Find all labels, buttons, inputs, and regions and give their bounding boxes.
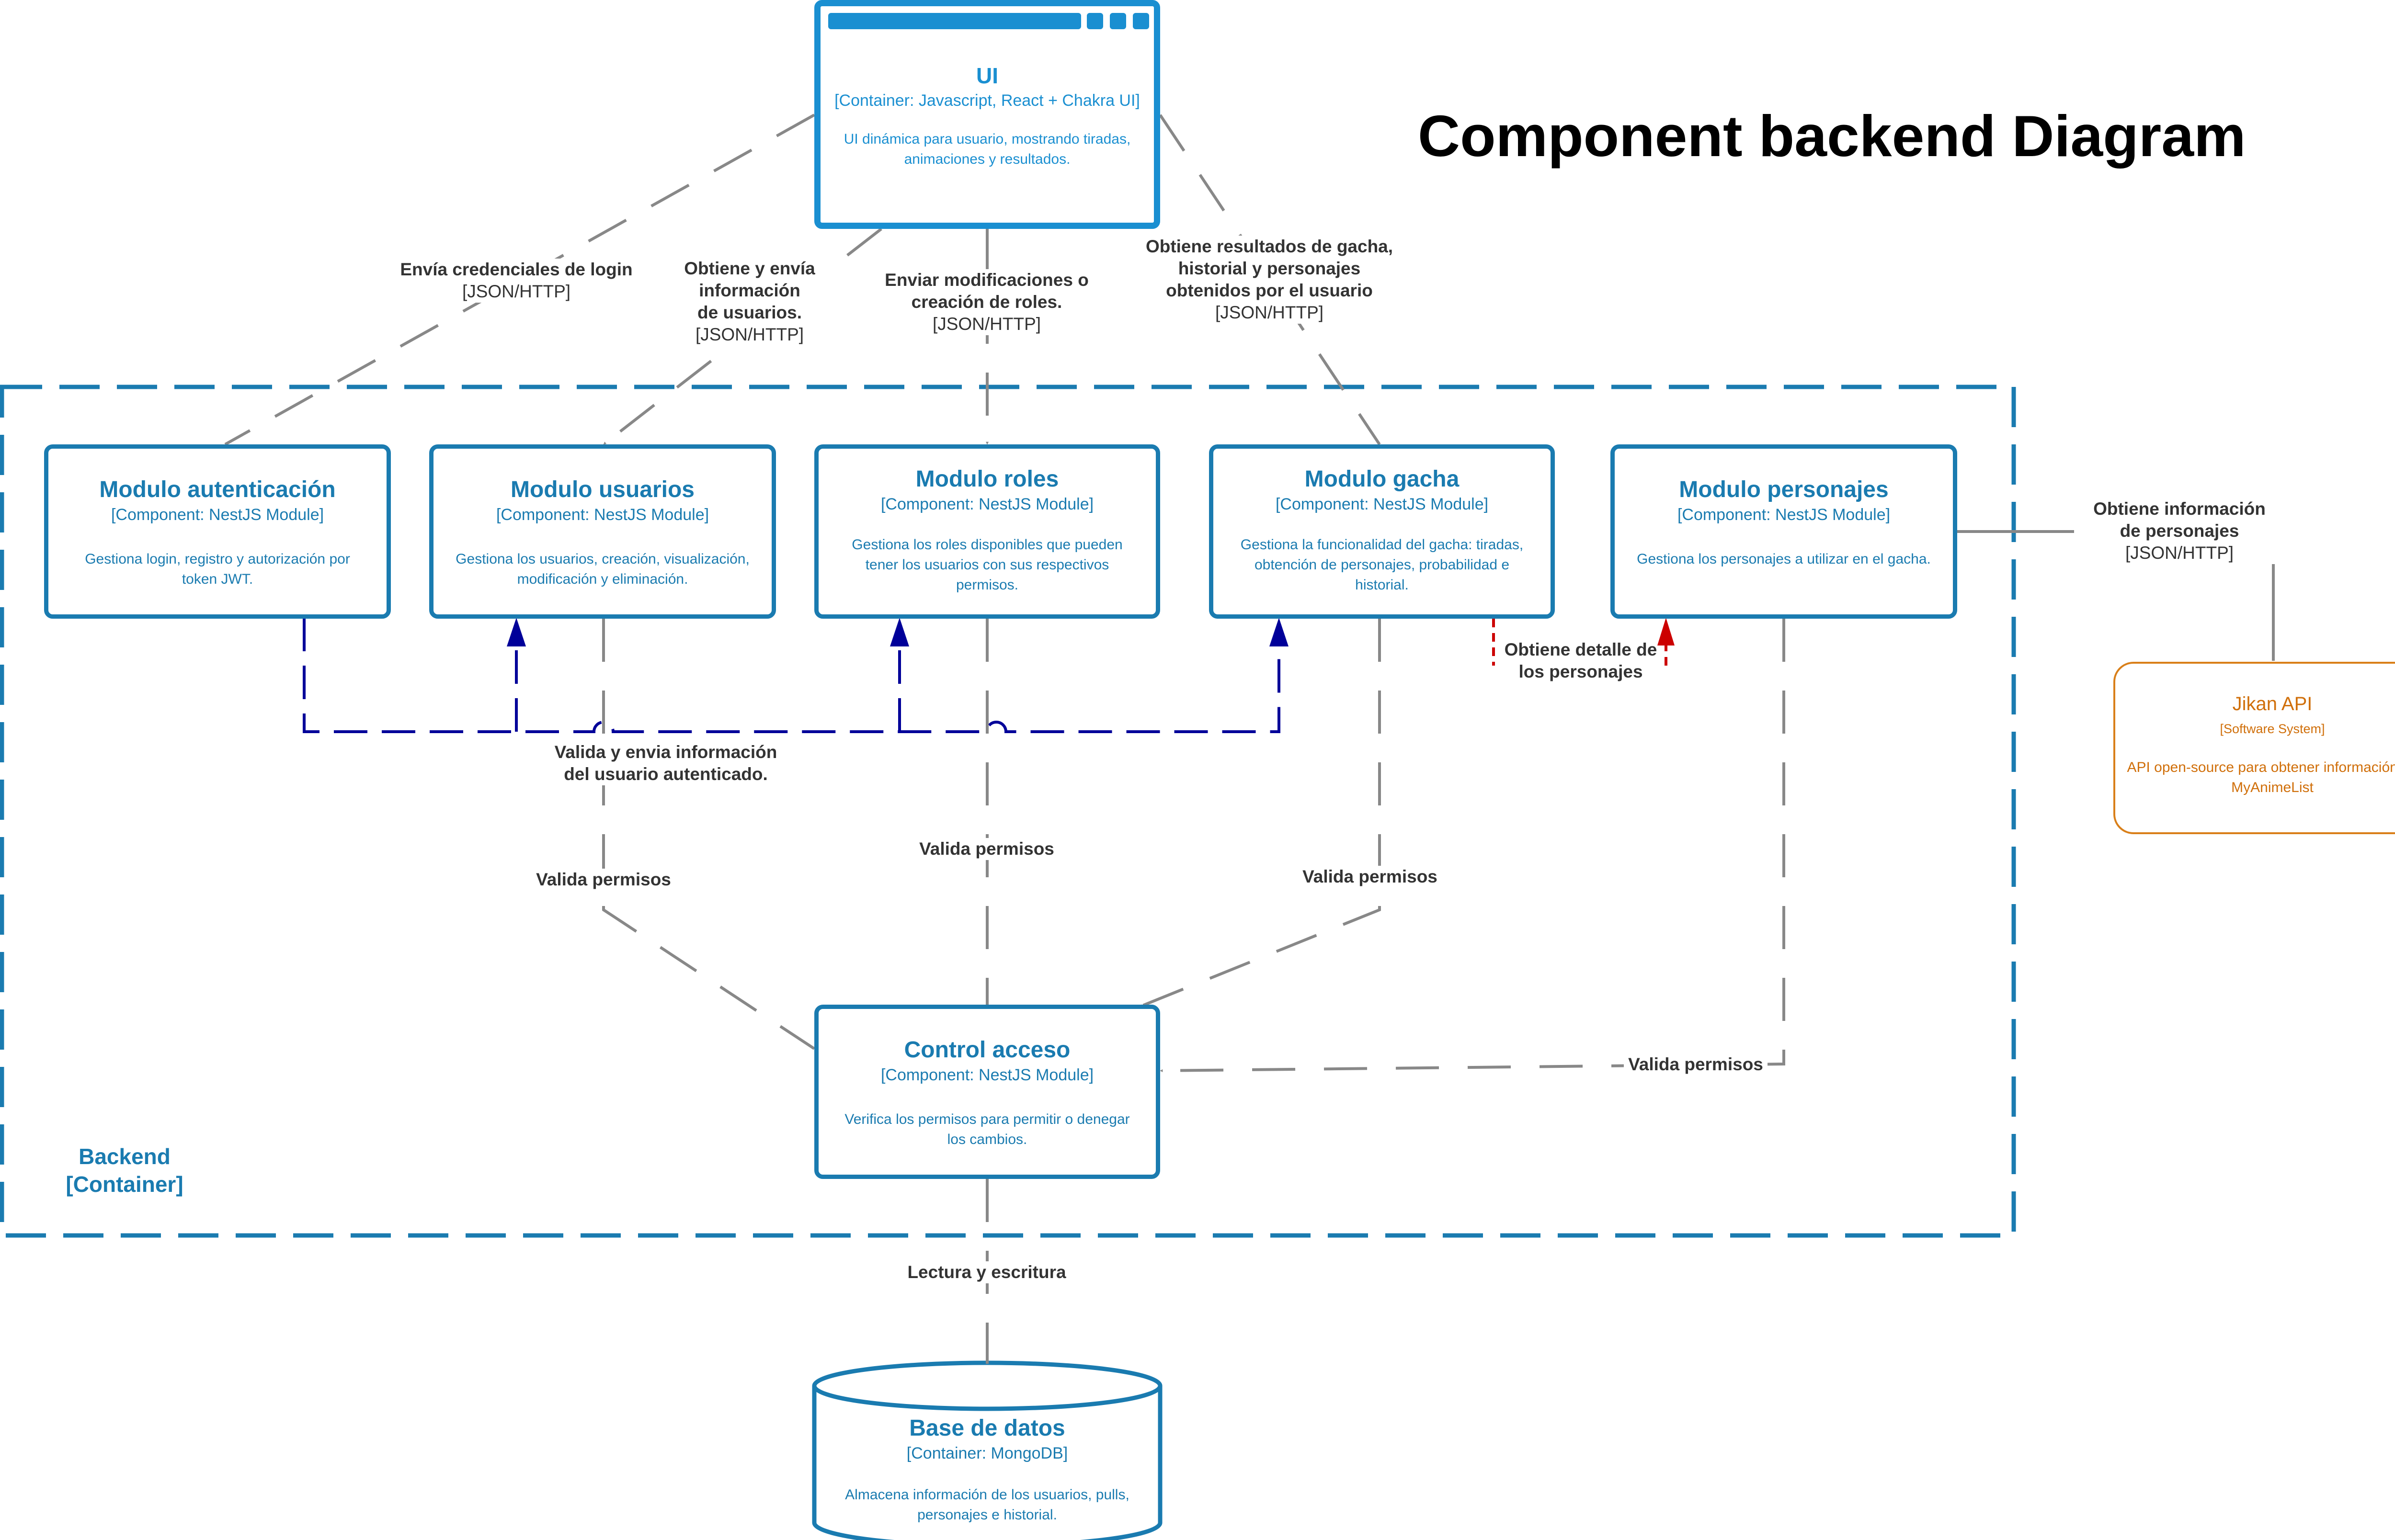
edge-gacha-access <box>1139 619 1381 1008</box>
database-description: Almacena información de los usuarios, pu… <box>845 1487 1129 1523</box>
component-tech: [Component: NestJS Module] <box>880 495 1094 513</box>
ui-description: UI dinámica para usuario, mostrando tira… <box>844 131 1131 167</box>
ui-container[interactable]: UI [Container: Javascript, React + Chakr… <box>814 0 1160 229</box>
page-title: Component backend Diagram <box>1418 103 2246 169</box>
external-title: Jikan API <box>2232 693 2313 714</box>
edge-label-access-db: Lectura y escritura <box>896 1261 1078 1283</box>
component-description: Gestiona los roles disponibles que puede… <box>852 537 1123 593</box>
database-tech: [Container: MongoDB] <box>906 1444 1068 1462</box>
edge-label-characters-access: Valida permisos <box>1624 1053 1768 1076</box>
database-title: Base de datos <box>909 1415 1065 1441</box>
component-characters[interactable]: Modulo personajes [Component: NestJS Mod… <box>1610 444 1957 619</box>
component-roles[interactable]: Modulo roles [Component: NestJS Module] … <box>814 444 1160 619</box>
detail-arrowhead <box>1657 618 1675 645</box>
edge-label-ui-auth: Envía credenciales de login [JSON/HTTP] <box>387 259 646 303</box>
component-access[interactable]: Control acceso [Component: NestJS Module… <box>814 1005 1160 1179</box>
database-cylinder <box>812 1360 1163 1540</box>
edge-label-text: Enviar modificaciones o creación de role… <box>885 270 1089 312</box>
component-users[interactable]: Modulo usuarios [Component: NestJS Modul… <box>429 444 776 619</box>
ui-tech: [Container: Javascript, React + Chakra U… <box>834 91 1140 110</box>
ui-title: UI <box>976 63 998 88</box>
component-gacha[interactable]: Modulo gacha [Component: NestJS Module] … <box>1209 444 1555 619</box>
edge-label-protocol: [JSON/HTTP] <box>1215 303 1324 322</box>
auth-arrowhead-gacha <box>1269 618 1289 646</box>
ui-window-button <box>1087 13 1103 29</box>
ui-window-button <box>1133 13 1149 29</box>
edge-label-text: Obtiene detalle de los personajes <box>1504 640 1657 681</box>
edge-label-text: Obtiene información de personajes <box>2093 499 2266 541</box>
edge-label-text: Envía credenciales de login <box>400 260 633 279</box>
component-auth[interactable]: Modulo autenticación [Component: NestJS … <box>44 444 391 619</box>
edge-label-text: Obtiene resultados de gacha, historial y… <box>1145 237 1393 300</box>
boundary-type: [Container] <box>66 1172 183 1197</box>
edge-label-text: Valida permisos <box>1302 867 1437 886</box>
component-title: Modulo personajes <box>1679 477 1889 502</box>
edge-label-characters-jikan: Obtiene información de personajes [JSON/… <box>2074 498 2285 564</box>
component-description: Verifica los permisos para permitir o de… <box>844 1111 1130 1147</box>
component-description: Gestiona la funcionalidad del gacha: tir… <box>1240 537 1524 593</box>
component-title: Modulo gacha <box>1304 466 1460 492</box>
edge-ui-gacha <box>1159 114 1381 445</box>
edge-label-text: Valida permisos <box>919 839 1054 859</box>
edge-label-protocol: [JSON/HTTP] <box>695 325 804 344</box>
edge-label-auth-validate: Valida y envia información del usuario a… <box>532 741 800 785</box>
component-description: Gestiona los personajes a utilizar en el… <box>1637 551 1931 567</box>
component-description: Gestiona login, registro y autorización … <box>85 551 350 587</box>
backend-boundary <box>0 385 2016 1238</box>
edge-users-access <box>602 619 815 1050</box>
component-title: Modulo roles <box>915 466 1059 492</box>
component-title: Control acceso <box>904 1037 1071 1063</box>
component-description: Gestiona los usuarios, creación, visuali… <box>456 551 750 587</box>
edge-label-text: Valida permisos <box>536 870 671 889</box>
component-title: Modulo usuarios <box>511 477 695 502</box>
auth-arrowhead-roles <box>890 618 909 646</box>
edge-label-protocol: [JSON/HTTP] <box>2125 543 2234 563</box>
edge-label-text: Lectura y escritura <box>907 1262 1066 1282</box>
component-tech: [Component: NestJS Module] <box>1275 495 1489 513</box>
boundary-name: Backend <box>79 1144 171 1169</box>
external-description: API open-source para obtener información… <box>2127 759 2395 795</box>
edge-label-text: Obtiene y envía información de usuarios. <box>684 259 815 322</box>
boundary-label: Backend [Container] <box>48 1143 201 1198</box>
edge-label-users-access: Valida permisos <box>532 869 675 891</box>
database[interactable]: Base de datos [Container: MongoDB] Almac… <box>814 1415 1160 1525</box>
edge-characters-access <box>1160 619 1785 1072</box>
edge-label-text: Valida y envia información del usuario a… <box>554 742 777 784</box>
edge-label-ui-roles: Enviar modificaciones o creación de role… <box>867 269 1106 335</box>
edge-label-gacha-access: Valida permisos <box>1298 866 1442 888</box>
edge-label-roles-access: Valida permisos <box>915 838 1059 860</box>
component-tech: [Component: NestJS Module] <box>111 506 324 524</box>
auth-arrowhead-users <box>507 618 526 646</box>
edge-label-ui-users: Obtiene y envía información de usuarios.… <box>671 258 829 346</box>
edge-label-gacha-characters: Obtiene detalle de los personajes <box>1494 639 1667 683</box>
component-title: Modulo autenticación <box>99 477 336 502</box>
external-tech: [Software System] <box>2220 722 2325 736</box>
ui-titlebar <box>828 13 1081 29</box>
component-tech: [Component: NestJS Module] <box>1677 506 1891 524</box>
edge-label-protocol: [JSON/HTTP] <box>932 314 1041 334</box>
external-jikan-api[interactable]: Jikan API [Software System] API open-sou… <box>2113 662 2395 834</box>
ui-window-button <box>1110 13 1126 29</box>
component-tech: [Component: NestJS Module] <box>496 506 709 524</box>
edge-label-protocol: [JSON/HTTP] <box>462 282 571 301</box>
component-tech: [Component: NestJS Module] <box>880 1066 1094 1084</box>
edge-auth-validate <box>303 618 1280 733</box>
edge-label-text: Valida permisos <box>1628 1054 1763 1074</box>
edge-label-ui-gacha: Obtiene resultados de gacha, historial y… <box>1121 236 1418 324</box>
edge-ui-auth <box>224 113 815 446</box>
